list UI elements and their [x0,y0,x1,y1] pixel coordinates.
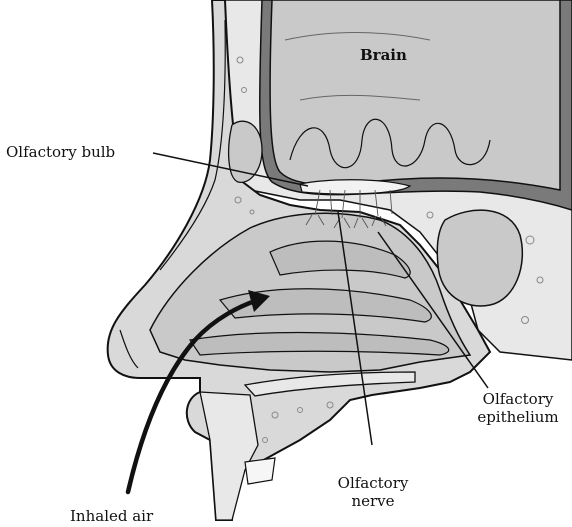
olfactory-epithelium-line-2: epithelium [468,408,568,426]
inhaled-air-label: Inhaled air [70,507,153,525]
olfactory-epithelium-label: Olfactory epithelium [468,390,568,426]
upper-lip [200,392,258,520]
olfactory-nerve-line-2: nerve [325,492,421,510]
sphenoid-sinus [437,210,522,306]
olfactory-epithelium-line-1: Olfactory [468,390,568,408]
olfactory-bulb-label: Olfactory bulb [6,143,115,161]
olfactory-nerve-line-1: Olfactory [325,474,421,492]
brain-label: Brain [360,46,407,64]
tooth [245,458,275,484]
olfactory-nerve-label: Olfactory nerve [325,474,421,510]
